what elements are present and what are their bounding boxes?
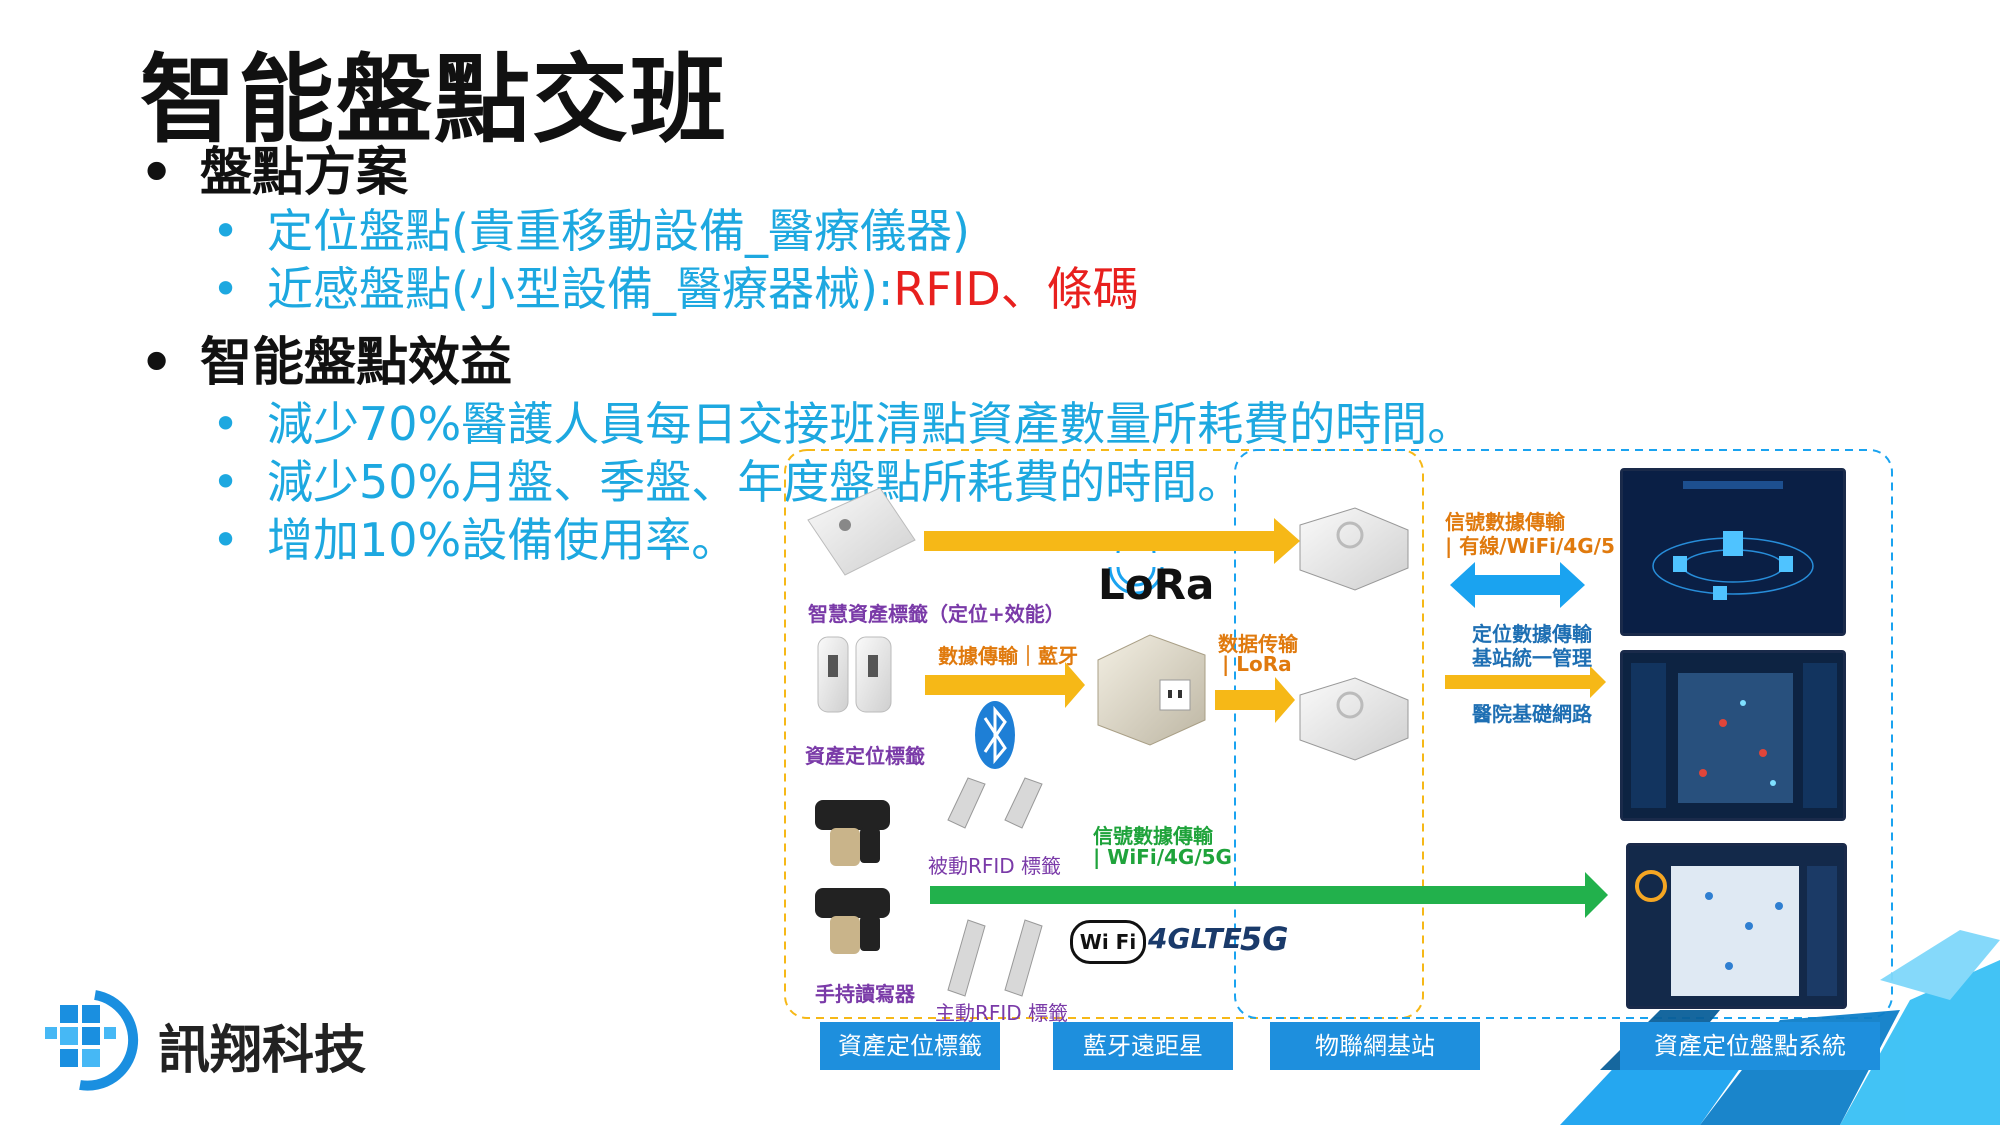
wifi-signal-label-1: 信號數據傳輸 [1093, 824, 1213, 848]
dashboard-screen-2 [1620, 650, 1846, 821]
asset-location-tags [817, 636, 892, 713]
fiveg-logo-icon: 5G [1240, 920, 1289, 958]
orange-arrow-bluetooth [925, 662, 1085, 708]
lora-logo: LoRa [1098, 560, 1215, 609]
dashboard-screen-3 [1626, 843, 1847, 1009]
bottom-label-asset-tag: 資產定位標籤 [820, 1022, 1000, 1070]
lte-logo-icon: 4GLTE [1148, 922, 1242, 955]
orange-arrow-lora [1215, 677, 1295, 723]
manage-label-2: 基站統一管理 [1472, 646, 1592, 670]
iot-gateway-1 [1299, 507, 1409, 591]
orange-arrow-top [924, 518, 1300, 564]
section1-item-1: •定位盤點(貴重移動設備_醫療儀器) [212, 204, 970, 258]
page-title: 智能盤點交班 [140, 44, 728, 156]
company-name: 訊翔科技 [158, 1021, 367, 1081]
section2-item-2: •減少50%月盤、季盤、年度盤點所耗費的時間。 [212, 455, 1244, 509]
active-rfid-label: 主動RFID 標籤 [935, 1001, 1069, 1025]
orange-dashed-region [784, 449, 1424, 1019]
lora-transfer-label-1: 数据传输 [1218, 632, 1298, 656]
lora-transfer-label-2: | LoRa [1222, 652, 1292, 676]
passive-rfid-tags [947, 777, 1043, 829]
company-logo-icon [45, 990, 139, 1091]
wifi-logo-icon: Wi Fi [1070, 920, 1146, 964]
asset-tag-label: 資產定位標籤 [805, 744, 925, 768]
section1-heading: •盤點方案 [140, 143, 409, 203]
active-rfid-tags [947, 919, 1043, 997]
smart-tag-label: 智慧資產標籤（定位+效能） [808, 602, 1065, 626]
bottom-label-bluetooth-star: 藍牙遠距星 [1053, 1022, 1233, 1070]
bluetooth-range-device [1097, 634, 1206, 746]
handheld-reader-label: 手持讀寫器 [815, 982, 915, 1006]
hospital-network-label: 醫院基礎網路 [1472, 702, 1592, 726]
section2-heading: •智能盤點效益 [140, 333, 513, 393]
iot-gateway-2 [1299, 677, 1409, 761]
manage-label-1: 定位數據傳輸 [1472, 622, 1592, 646]
bluetooth-icon [975, 701, 1015, 769]
bottom-label-iot-gateway: 物聯網基站 [1270, 1022, 1480, 1070]
green-arrow [930, 872, 1608, 918]
section2-item-3: •增加10%設備使用率。 [212, 513, 738, 567]
wifi-signal-label-2: | WiFi/4G/5G [1093, 845, 1232, 869]
orange-arrow-hospital [1445, 666, 1606, 698]
section1-item-2: •近感盤點(小型設備_醫療器械):RFID、條碼 [212, 262, 1139, 316]
dashboard-screen-1 [1620, 468, 1846, 636]
bt-transfer-label: 數據傳輸｜藍牙 [938, 644, 1078, 668]
smart-asset-tag-device [807, 487, 916, 576]
signal-wired-label-1: 信號數據傳輸 [1445, 510, 1565, 534]
passive-rfid-label: 被動RFID 標籤 [928, 854, 1062, 878]
section2-item-1: •減少70%醫護人員每日交接班清點資產數量所耗費的時間。 [212, 397, 1474, 451]
signal-wired-label-2: | 有線/WiFi/4G/5 [1445, 534, 1615, 558]
bottom-label-inventory-system: 資產定位盤點系統 [1620, 1022, 1880, 1070]
blue-double-arrow [1450, 562, 1585, 608]
handheld-reader-2 [815, 888, 890, 954]
handheld-reader-1 [815, 800, 890, 866]
blue-dashed-region [1234, 449, 1893, 1019]
rfid-barcode-highlight: RFID、條碼 [893, 262, 1139, 316]
